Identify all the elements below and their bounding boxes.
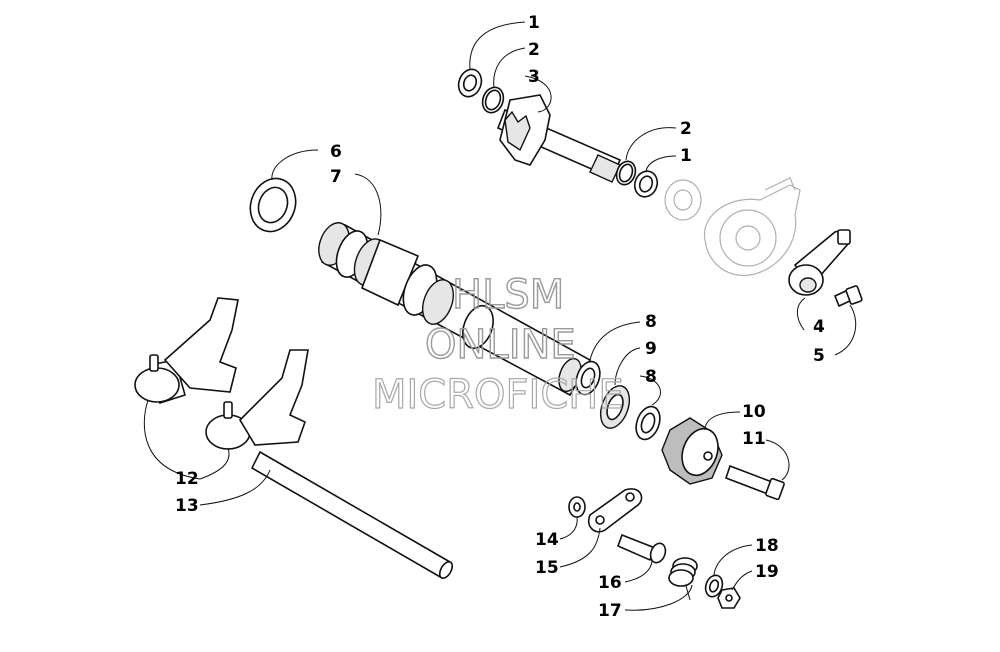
circlip-right-2 bbox=[615, 160, 637, 186]
shift-shaft-with-gear bbox=[496, 94, 622, 183]
callout-13: 13 bbox=[175, 496, 199, 516]
callout-12: 12 bbox=[175, 469, 199, 489]
bolt bbox=[833, 285, 863, 308]
callout-10: 10 bbox=[742, 402, 766, 422]
shift-arm bbox=[788, 229, 851, 296]
washer-large bbox=[249, 177, 297, 233]
ghost-housing bbox=[664, 177, 801, 276]
callout-15: 15 bbox=[535, 558, 559, 578]
callout-8-upper: 8 bbox=[645, 312, 657, 332]
callout-1-right: 1 bbox=[680, 146, 692, 166]
washer-8b bbox=[635, 405, 661, 441]
torsion-spring bbox=[668, 557, 698, 601]
callouts: 1 2 3 2 1 6 7 4 5 8 9 8 10 11 12 13 14 1… bbox=[175, 13, 825, 621]
callout-7: 7 bbox=[330, 167, 342, 187]
needle-bearing bbox=[599, 385, 631, 429]
nut-19 bbox=[717, 587, 741, 609]
leader-lines bbox=[143, 21, 857, 611]
star-cam bbox=[661, 417, 723, 485]
callout-2-right: 2 bbox=[680, 119, 692, 139]
fork-shaft bbox=[250, 450, 454, 580]
callout-11: 11 bbox=[742, 429, 766, 449]
washer-18 bbox=[704, 574, 724, 598]
callout-5: 5 bbox=[813, 346, 825, 366]
callout-19: 19 bbox=[755, 562, 779, 582]
watermark-line-3: MICROFICHE bbox=[372, 372, 624, 418]
callout-8-lower: 8 bbox=[645, 367, 657, 387]
callout-17: 17 bbox=[598, 601, 622, 621]
callout-14: 14 bbox=[535, 530, 559, 550]
washer-top-1 bbox=[457, 68, 483, 98]
watermark-line-2: ONLINE bbox=[425, 322, 576, 368]
callout-1-top: 1 bbox=[528, 13, 540, 33]
cam-bolt bbox=[724, 464, 785, 501]
small-washer-14 bbox=[568, 496, 586, 518]
shift-fork-right bbox=[205, 349, 309, 450]
pivot-pin bbox=[616, 533, 667, 564]
callout-2-top: 2 bbox=[528, 40, 540, 60]
washer-8a bbox=[575, 360, 601, 396]
callout-16: 16 bbox=[598, 573, 622, 593]
callout-3: 3 bbox=[528, 67, 540, 87]
watermark-line-1: HLSM bbox=[452, 272, 564, 318]
stopper-plate bbox=[587, 488, 643, 533]
callout-4: 4 bbox=[813, 317, 825, 337]
circlip-top-2 bbox=[481, 86, 505, 114]
callout-9: 9 bbox=[645, 339, 657, 359]
washer-right-1 bbox=[633, 170, 659, 198]
watermark: HLSM ONLINE MICROFICHE bbox=[371, 271, 624, 418]
callout-18: 18 bbox=[755, 536, 779, 556]
shift-fork-left bbox=[134, 297, 239, 405]
callout-6: 6 bbox=[330, 142, 342, 162]
